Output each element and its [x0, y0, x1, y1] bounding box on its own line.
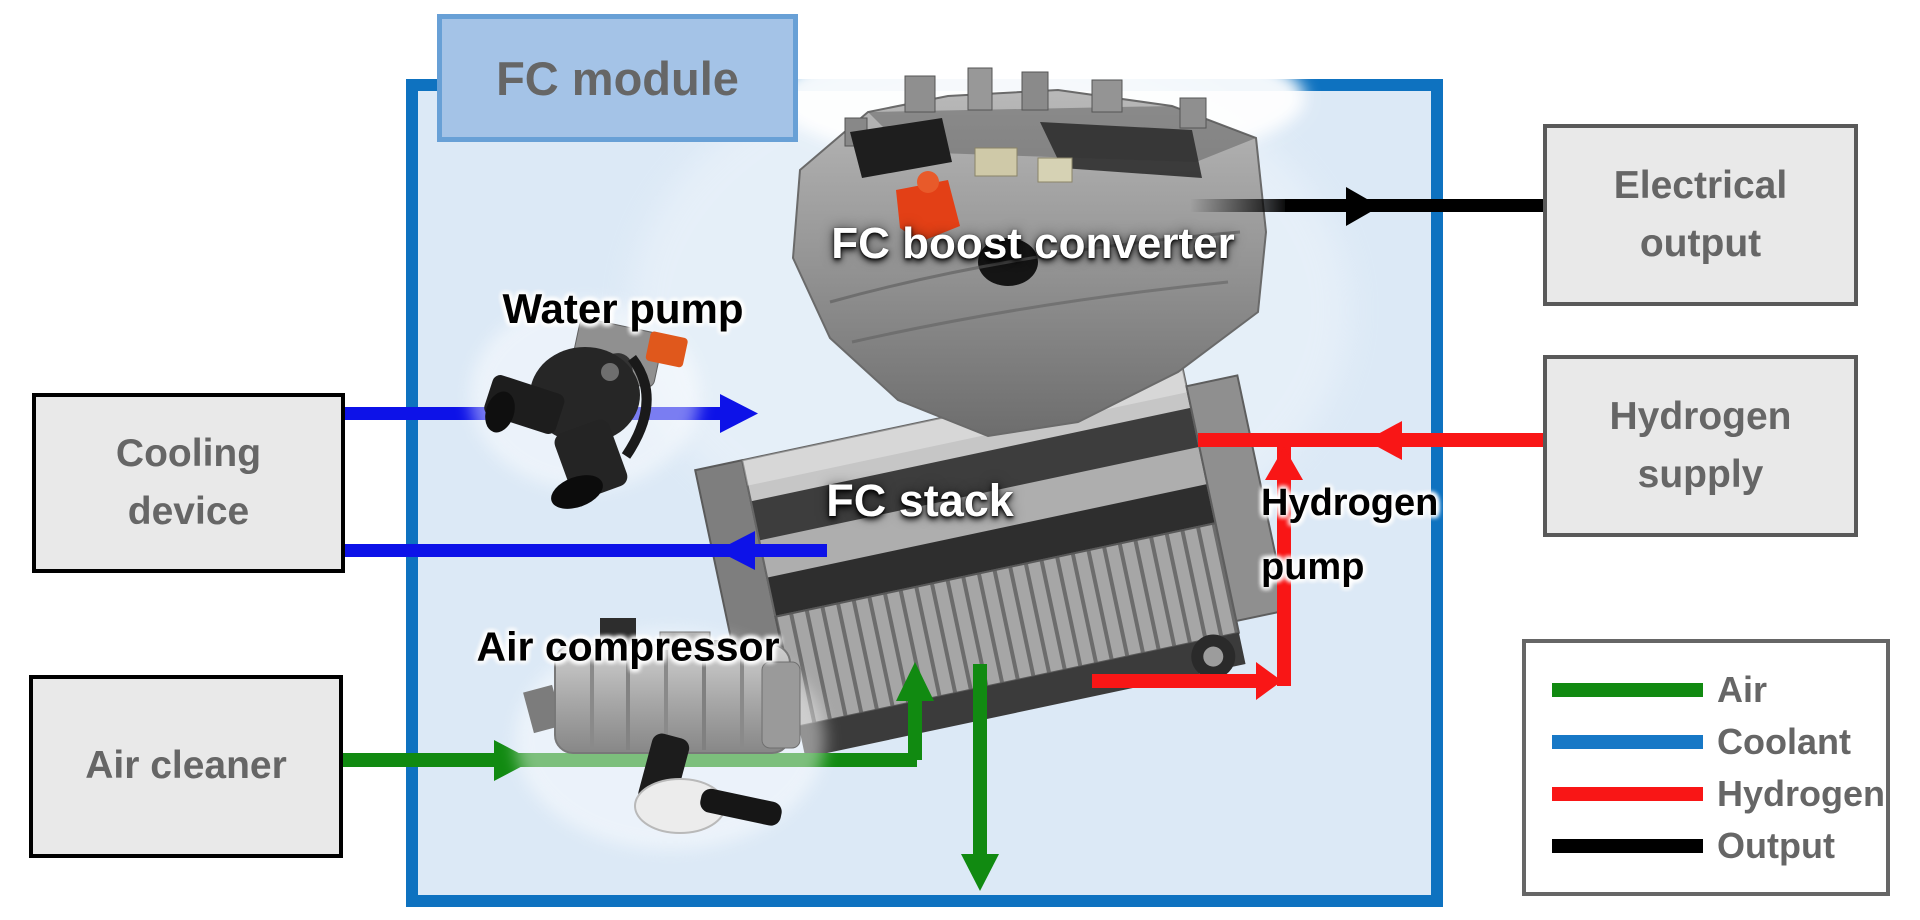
air-compressor-image [515, 618, 825, 850]
legend-item-output: Output [1552, 824, 1886, 866]
air-cleaner-box: Air cleaner [29, 675, 343, 858]
air-cleaner-line1: Air cleaner [85, 744, 287, 788]
coolant-return-arrow [345, 531, 827, 570]
legend-item-coolant: Coolant [1552, 720, 1886, 762]
water-pump-image [470, 300, 700, 509]
fc-stack-label: FC stack [826, 475, 1014, 526]
electrical-output-line1: Electrical [1613, 163, 1788, 207]
legend-item-air: Air [1552, 668, 1886, 710]
legend-label-coolant: Coolant [1717, 720, 1851, 762]
air-compressor-label: Air compressor [476, 623, 780, 670]
cooling-device-line1: Cooling [115, 431, 262, 475]
fc-module-label-text: FC module [496, 51, 739, 105]
hydrogen-supply-line1: Hydrogen [1609, 394, 1792, 438]
electrical-output-box: Electrical output [1543, 124, 1858, 306]
legend-swatch-hydrogen [1552, 786, 1703, 801]
legend-swatch-coolant [1552, 734, 1703, 749]
fc-boost-converter-image [791, 67, 1268, 438]
hydrogen-supply-line2: supply [1637, 453, 1764, 496]
cooling-device-line2: device [127, 490, 250, 533]
hydrogen-pump-label-line2: pump [1261, 546, 1365, 588]
hydrogen-pump-label-line1: Hydrogen [1261, 482, 1439, 524]
fc-boost-converter-label: FC boost converter [831, 219, 1235, 268]
electrical-output-arrow [1190, 187, 1543, 226]
cooling-device-box: Cooling device [32, 393, 345, 573]
water-pump-label: Water pump [502, 285, 744, 332]
fc-module-label: FC module [437, 14, 798, 142]
legend-label-output: Output [1717, 824, 1835, 866]
legend-item-hydrogen: Hydrogen [1552, 772, 1886, 814]
hydrogen-pump-label: Hydrogen pump [1261, 471, 1438, 599]
legend-swatch-air [1552, 682, 1703, 697]
legend: Air Coolant Hydrogen Output [1522, 639, 1890, 896]
legend-label-hydrogen: Hydrogen [1717, 772, 1886, 814]
air-exhaust-arrow [961, 664, 999, 891]
legend-swatch-output [1552, 838, 1703, 853]
hydrogen-supply-box: Hydrogen supply [1543, 355, 1858, 537]
hydrogen-supply-arrow [1198, 421, 1543, 460]
hydrogen-pump-arrow [1092, 446, 1303, 700]
electrical-output-line2: output [1639, 222, 1762, 265]
legend-label-air: Air [1717, 668, 1768, 710]
